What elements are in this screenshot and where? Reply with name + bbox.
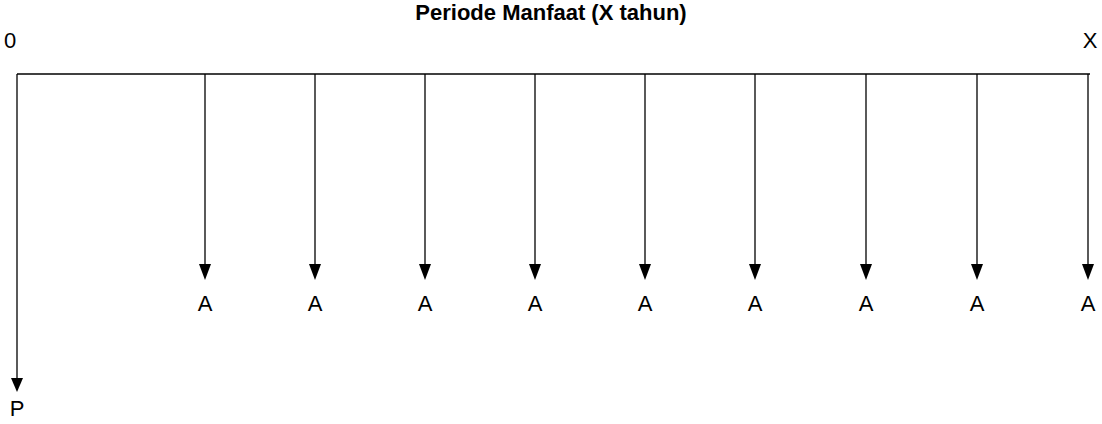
- annuity-label: A: [528, 293, 543, 315]
- annuity-label: A: [970, 293, 985, 315]
- annuity-label: A: [748, 293, 763, 315]
- annuity-label: A: [638, 293, 653, 315]
- arrow-heads: [11, 264, 1094, 392]
- annuity-label: A: [1081, 293, 1096, 315]
- diagram-title: Periode Manfaat (X tahun): [415, 2, 686, 24]
- present-value-label: P: [10, 398, 25, 420]
- time-label: X: [1083, 30, 1098, 52]
- annuity-label: A: [198, 293, 213, 315]
- annuity-label: A: [308, 293, 323, 315]
- annuity-label: A: [418, 293, 433, 315]
- annuity-label: A: [859, 293, 874, 315]
- time-label: 0: [4, 30, 16, 52]
- time-axis: [17, 74, 1090, 380]
